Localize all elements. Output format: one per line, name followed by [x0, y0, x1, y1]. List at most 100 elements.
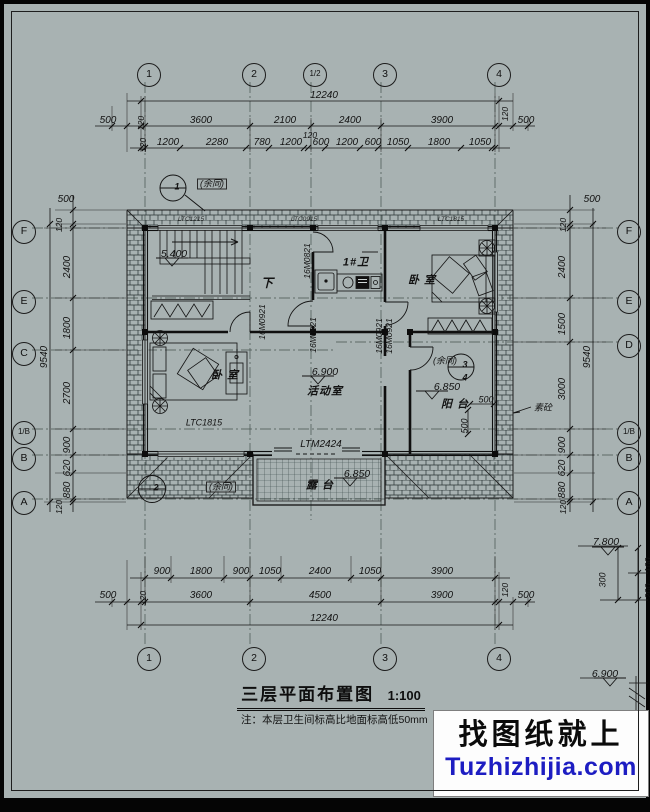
grid-bubble-left-1B: 1/B	[12, 421, 36, 445]
dim-label: 1200	[156, 137, 180, 148]
grid-bubble-top-3: 3	[373, 63, 397, 87]
dim-label: 780	[253, 137, 271, 148]
dim-label: 900	[62, 436, 73, 454]
elevation-side-lower: 6.900	[591, 667, 619, 680]
dim-bottom-total: 12240	[310, 613, 338, 624]
grid-bubble-top-1: 1	[137, 63, 161, 87]
drawing-note: 注：本层卫生间标高比地面标高低50mm	[241, 714, 428, 726]
room-label-bath: 1#卫	[342, 256, 370, 269]
dim-label: 500	[459, 418, 470, 434]
floor-plan-linework	[32, 82, 648, 712]
grid-bubble-right-1B: 1/B	[617, 421, 641, 445]
dim-label: 2280	[205, 137, 229, 148]
door-code-16M0921: 16M0921	[373, 318, 384, 354]
grid-bubble-bottom-4: 4	[487, 647, 511, 671]
elevation-activity: 6.900	[311, 365, 339, 378]
dim-label: 2700	[62, 381, 73, 405]
elevation-stair: 5.400	[160, 247, 188, 260]
dim-right-total: 9540	[582, 345, 593, 369]
dim-label: 120	[137, 137, 148, 153]
watermark-box: 找图纸就上 Tuzhizhijia.com	[433, 710, 649, 797]
title-scale: 1:100	[387, 688, 421, 703]
grid-bubble-left-C: C	[12, 342, 36, 366]
grid-bubble-left-E: E	[12, 290, 36, 314]
dim-label: 120	[137, 590, 148, 606]
dim-label: 120	[557, 499, 568, 515]
extension-lines	[44, 93, 606, 630]
dim-label: 120	[53, 499, 64, 515]
dimension-ticks	[46, 97, 642, 629]
elevation-side-upper: 7.800	[592, 535, 620, 548]
dim-label: 3900	[430, 115, 454, 126]
grid-bubble-top-2: 2	[242, 63, 266, 87]
section-hatch-glyph	[628, 676, 648, 712]
room-label-bedroom-right: 卧 室	[407, 274, 437, 287]
watermark-url[interactable]: Tuzhizhijia.com	[445, 753, 637, 782]
dim-label: 1800	[189, 566, 213, 577]
detail-ref-4: 4	[462, 372, 468, 383]
dim-label: 120	[499, 582, 510, 598]
dim-label: 900	[232, 566, 250, 577]
grid-bubble-bottom-1: 1	[137, 647, 161, 671]
dim-label: 1050	[358, 566, 382, 577]
grid-bubble-top-half: 1/2	[303, 63, 327, 87]
elevation-markers	[156, 251, 626, 687]
dim-label: 300	[597, 572, 608, 588]
grid-bubble-right-E: E	[617, 290, 641, 314]
room-label-balcony: 阳 台	[440, 398, 470, 411]
dim-label: 3900	[430, 590, 454, 601]
doors	[229, 231, 434, 458]
door-code-16M0921: 16M0921	[256, 304, 267, 340]
grid-bubble-right-D: D	[617, 334, 641, 358]
room-label-bedroom-left: 卧 室	[210, 369, 240, 382]
dim-label: 3000	[557, 377, 568, 401]
dim-label: 2400	[62, 255, 73, 279]
note-plain-concrete: 素砼	[533, 402, 553, 413]
grid-bubble-left-F: F	[12, 220, 36, 244]
dim-label: 120	[302, 129, 318, 140]
dim-label: 2400	[308, 566, 332, 577]
dim-label: 4500	[308, 590, 332, 601]
dim-label: 880	[557, 481, 568, 499]
grid-bubble-bottom-2: 2	[242, 647, 266, 671]
note-same-as: (余同)	[197, 178, 227, 190]
dim-label: 200	[643, 583, 650, 599]
dim-label: 500	[478, 394, 494, 405]
dim-label: 500	[99, 590, 117, 601]
dim-label: 900	[557, 436, 568, 454]
dim-label: 2400	[557, 255, 568, 279]
dim-label: 600	[364, 137, 382, 148]
door-code-16M0921: 16M0921	[307, 317, 318, 353]
furniture	[149, 239, 496, 414]
dim-label: 1200	[335, 137, 359, 148]
detail-ref-1: 1	[174, 181, 180, 192]
dim-label: 620	[62, 459, 73, 477]
elevation-terrace: 6.850	[343, 467, 371, 480]
dim-label: 500	[57, 194, 75, 205]
drawing-sheet: 1 2 1/2 3 4 1 2 3 4 F E C 1/B B A F E D …	[4, 4, 650, 798]
window-code-top: LTC1815	[437, 215, 465, 223]
columns	[142, 225, 498, 457]
dim-label: 1050	[258, 566, 282, 577]
dim-label: 120	[499, 106, 510, 122]
dim-top-total: 12240	[310, 90, 338, 101]
dim-label: 1800	[427, 137, 451, 148]
dim-label: 2400	[338, 115, 362, 126]
window-code-top: LTC0915	[290, 215, 318, 223]
dim-label: 120	[557, 217, 568, 233]
note-same-as: (余同)	[206, 481, 236, 493]
roof-hatch-band	[126, 209, 514, 499]
dim-label: 500	[99, 115, 117, 126]
grid-bubble-bottom-3: 3	[373, 647, 397, 671]
room-label-activity: 活动室	[307, 385, 343, 398]
dim-label: 500	[583, 194, 601, 205]
dim-label: 3600	[189, 590, 213, 601]
watermark-text-cn: 找图纸就上	[458, 719, 624, 751]
door-code-16M0821: 16M0821	[301, 243, 312, 279]
dim-left-total: 9540	[39, 345, 50, 369]
dim-label: 1050	[386, 137, 410, 148]
dim-label: 1200	[279, 137, 303, 148]
dim-label: 1050	[468, 137, 492, 148]
dim-label: 1500	[557, 312, 568, 336]
dim-label: 620	[557, 459, 568, 477]
